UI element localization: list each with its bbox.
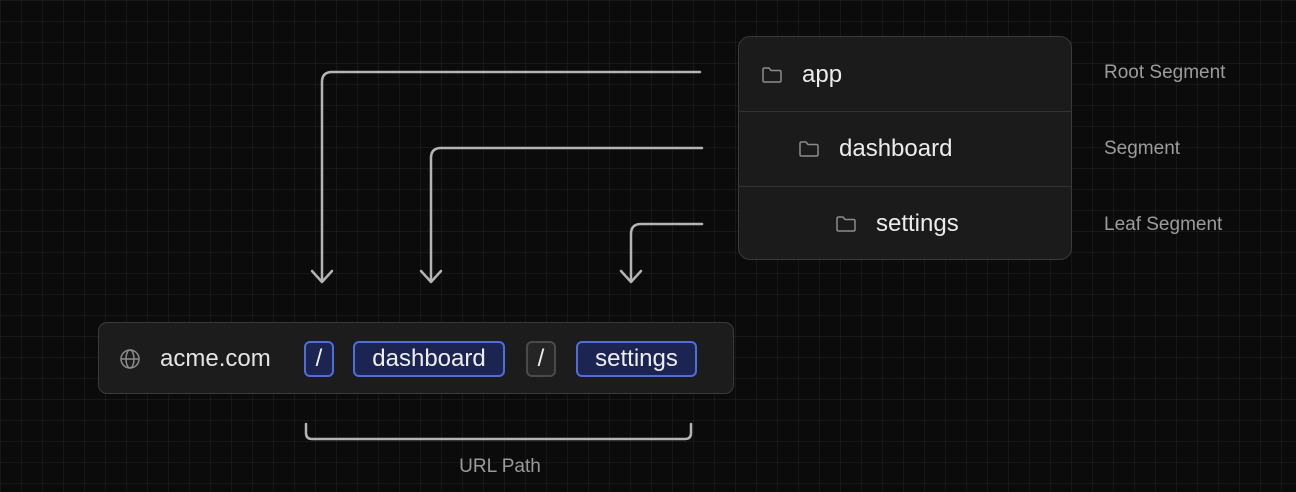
url-path-label: URL Path [459,456,541,477]
root-segment-label: Root Segment [1104,62,1226,83]
tree-item-app[interactable]: app [739,37,1071,112]
tree-item-settings[interactable]: settings [739,186,1071,259]
folder-tree-panel: app dashboard settings [738,36,1072,260]
tree-item-label: dashboard [839,135,953,162]
tree-item-label: app [802,60,843,88]
folder-icon [762,66,782,83]
url-bar[interactable]: acme.com / dashboard / settings [98,322,734,394]
arrowhead-app [310,269,334,284]
arrowhead-dashboard [419,269,443,284]
leaf-segment-label: Leaf Segment [1104,214,1223,235]
url-separator-root: / [304,341,334,377]
url-separator: / [526,341,556,377]
connector-settings [629,222,704,283]
arrowhead-settings [619,269,643,284]
folder-icon [799,141,819,157]
url-segment-dashboard: dashboard [353,341,505,377]
globe-icon [120,349,140,369]
tree-item-label: settings [876,210,959,237]
segment-label: Segment [1104,138,1181,159]
connector-app [320,70,702,283]
tree-item-dashboard[interactable]: dashboard [739,111,1071,186]
connector-dashboard [429,146,704,283]
url-domain: acme.com [160,345,271,372]
folder-icon [836,216,856,232]
url-segment-settings: settings [576,341,697,377]
url-path-bracket [304,422,693,441]
